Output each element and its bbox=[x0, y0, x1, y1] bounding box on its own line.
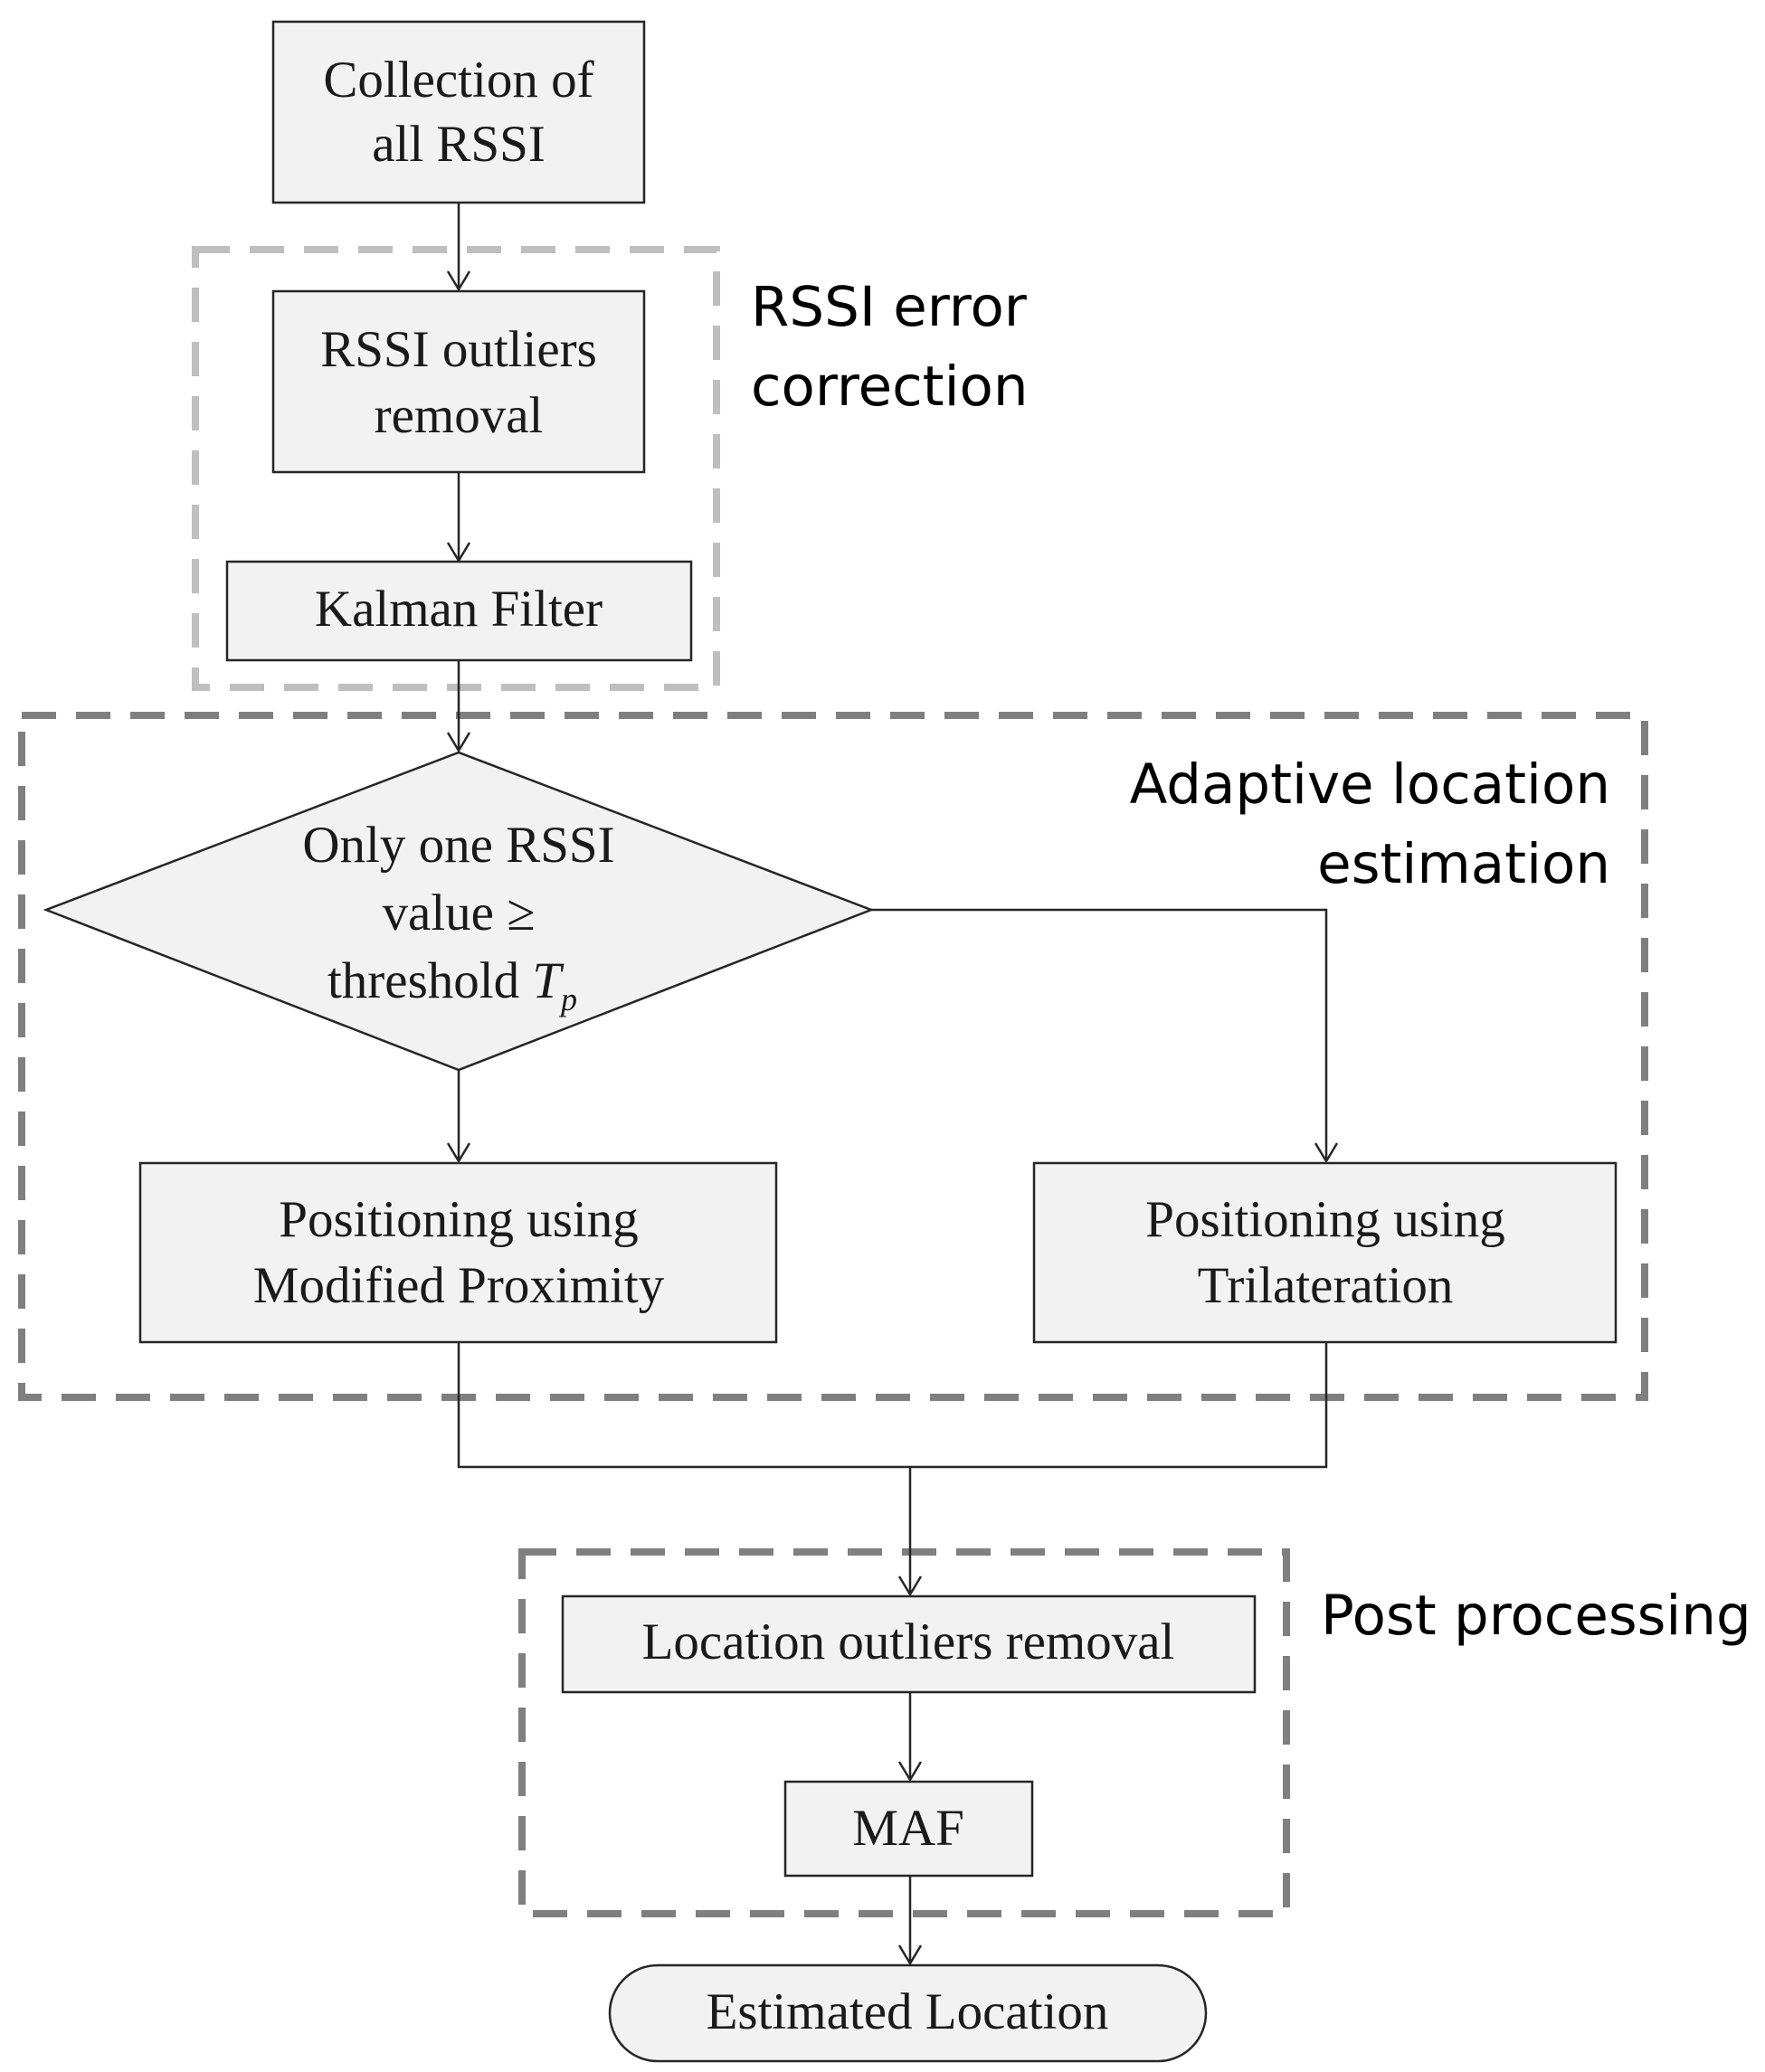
arrow-head bbox=[1314, 1142, 1339, 1164]
post-processing-group bbox=[518, 1548, 1290, 1917]
arrow-head bbox=[897, 1575, 923, 1597]
rssi-outliers-node-line2: removal bbox=[375, 387, 544, 444]
arrow-head bbox=[897, 1944, 923, 1966]
collection-node-line2: all RSSI bbox=[372, 116, 546, 173]
adaptive-label-line2: estimation bbox=[1317, 832, 1610, 896]
rssi-outliers-node: RSSI outliers removal bbox=[271, 289, 646, 474]
decision-line2: value ≥ bbox=[383, 885, 536, 941]
decision-node: Only one RSSI value ≥ threshold Tp bbox=[43, 751, 875, 1072]
rssi-error-correction-group bbox=[192, 246, 720, 691]
adaptive-label-line1: Adaptive location bbox=[1130, 752, 1610, 817]
maf-label: MAF bbox=[852, 1800, 964, 1857]
estimated-location-label: Estimated Location bbox=[707, 1983, 1109, 2040]
rssi-outliers-node-line1: RSSI outliers bbox=[320, 321, 597, 378]
arrow-head bbox=[446, 270, 471, 292]
proximity-node: Positioning using Modified Proximity bbox=[138, 1161, 778, 1344]
trilateration-node-line2: Trilateration bbox=[1198, 1257, 1454, 1314]
trilateration-node-line1: Positioning using bbox=[1145, 1191, 1505, 1248]
rssi-error-label-line2: correction bbox=[751, 355, 1029, 419]
trilateration-node: Positioning using Trilateration bbox=[1032, 1161, 1618, 1344]
connector-decision-trilateration bbox=[871, 908, 1328, 1161]
post-processing-label: Post processing bbox=[1321, 1584, 1751, 1648]
arrow-head bbox=[897, 1761, 923, 1783]
rssi-error-label-line1: RSSI error bbox=[751, 275, 1028, 339]
arrow-head bbox=[446, 1142, 471, 1164]
location-outliers-node: Location outliers removal bbox=[561, 1594, 1257, 1694]
proximity-node-line1: Positioning using bbox=[279, 1191, 639, 1248]
collection-node-line1: Collection of bbox=[323, 52, 593, 109]
estimated-location-node: Estimated Location bbox=[608, 1963, 1208, 2063]
proximity-node-line2: Modified Proximity bbox=[253, 1257, 665, 1314]
arrow-head bbox=[446, 732, 471, 753]
adaptive-location-group bbox=[18, 712, 1648, 1401]
decision-line1: Only one RSSI bbox=[302, 817, 614, 874]
maf-node: MAF bbox=[783, 1780, 1034, 1878]
collection-node: Collection of all RSSI bbox=[271, 20, 646, 204]
kalman-filter-node: Kalman Filter bbox=[225, 560, 693, 662]
decision-line3: threshold Tp bbox=[327, 952, 577, 1017]
location-outliers-label: Location outliers removal bbox=[642, 1613, 1175, 1670]
kalman-filter-label: Kalman Filter bbox=[315, 581, 603, 638]
connector-merge bbox=[457, 1342, 1328, 1469]
